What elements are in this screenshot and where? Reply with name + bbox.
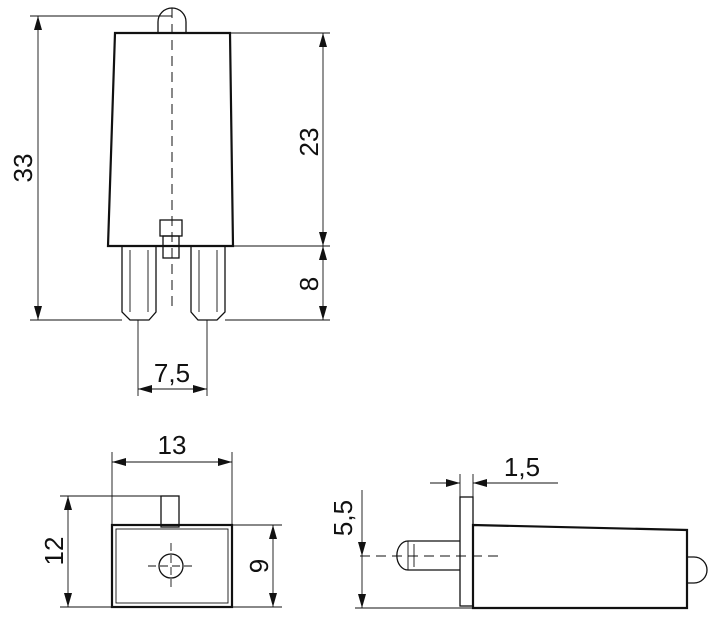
front-body [106, 31, 235, 248]
bottom-body-inner [115, 528, 229, 604]
dim-total-height: 33 [8, 15, 172, 321]
dim-pin-spacing-label: 7,5 [154, 358, 190, 388]
dim-led-offset-label: 5,5 [328, 500, 358, 536]
bottom-body-outer [110, 523, 234, 609]
dim-pin-length: 8 [225, 246, 330, 321]
dim-pin-length-label: 8 [294, 277, 324, 291]
dim-side-height: 12 [39, 495, 161, 608]
side-tab [459, 496, 474, 607]
right-pin [190, 246, 226, 321]
side-led-dome [687, 556, 708, 584]
center-pin [162, 235, 180, 259]
dim-width-label: 13 [158, 430, 187, 460]
bottom-led-hole [158, 553, 184, 579]
dim-body-height-label: 23 [294, 128, 324, 157]
left-pin [121, 246, 157, 321]
dim-tab-thickness-label: 1,5 [504, 452, 540, 482]
dim-total-height-label: 33 [8, 154, 38, 183]
dim-side-height-label: 12 [39, 537, 69, 566]
dim-body-depth: 9 [232, 524, 282, 608]
dim-pin-spacing: 7,5 [137, 320, 208, 396]
dim-led-offset: 5,5 [328, 490, 473, 609]
front-window [159, 219, 183, 237]
front-view [106, 7, 235, 321]
side-body [471, 523, 689, 610]
bottom-tab [160, 495, 180, 528]
dim-body-depth-label: 9 [244, 559, 274, 573]
dim-body-height: 23 [230, 32, 330, 247]
side-view [360, 496, 708, 610]
bottom-view [110, 495, 234, 609]
dim-tab-thickness: 1,5 [430, 452, 558, 497]
dim-width: 13 [111, 430, 233, 525]
